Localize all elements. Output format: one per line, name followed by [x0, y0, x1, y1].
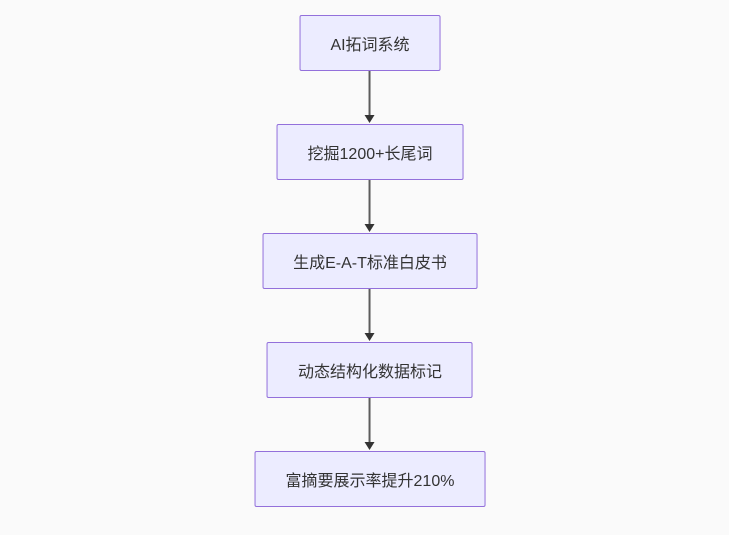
- arrow-n2-n3: [363, 180, 377, 233]
- node-label: 富摘要展示率提升210%: [285, 473, 455, 490]
- arrow-line: [369, 398, 371, 443]
- arrow-n4-n5: [363, 398, 377, 451]
- node-label: 挖掘1200+长尾词: [307, 146, 433, 163]
- flowchart-node-longtail-mining: 挖掘1200+长尾词: [276, 124, 464, 180]
- arrow-n3-n4: [363, 289, 377, 342]
- arrow-n1-n2: [363, 71, 377, 124]
- flowchart-node-ai-keyword-system: AI拓词系统: [299, 15, 441, 71]
- node-label: AI拓词系统: [330, 37, 410, 54]
- arrow-down-icon: [365, 333, 375, 341]
- arrow-down-icon: [365, 115, 375, 123]
- node-label: 生成E-A-T标准白皮书: [293, 255, 447, 272]
- arrow-down-icon: [365, 224, 375, 232]
- arrow-line: [369, 71, 371, 116]
- flowchart: AI拓词系统 挖掘1200+长尾词 生成E-A-T标准白皮书 动态结构化数据标记…: [254, 15, 486, 507]
- flowchart-node-rich-snippet-rate: 富摘要展示率提升210%: [254, 451, 486, 507]
- arrow-down-icon: [365, 442, 375, 450]
- arrow-line: [369, 289, 371, 334]
- flowchart-node-eat-whitepaper: 生成E-A-T标准白皮书: [262, 233, 478, 289]
- flowchart-node-structured-data-markup: 动态结构化数据标记: [266, 342, 473, 398]
- arrow-line: [369, 180, 371, 225]
- node-label: 动态结构化数据标记: [297, 364, 442, 381]
